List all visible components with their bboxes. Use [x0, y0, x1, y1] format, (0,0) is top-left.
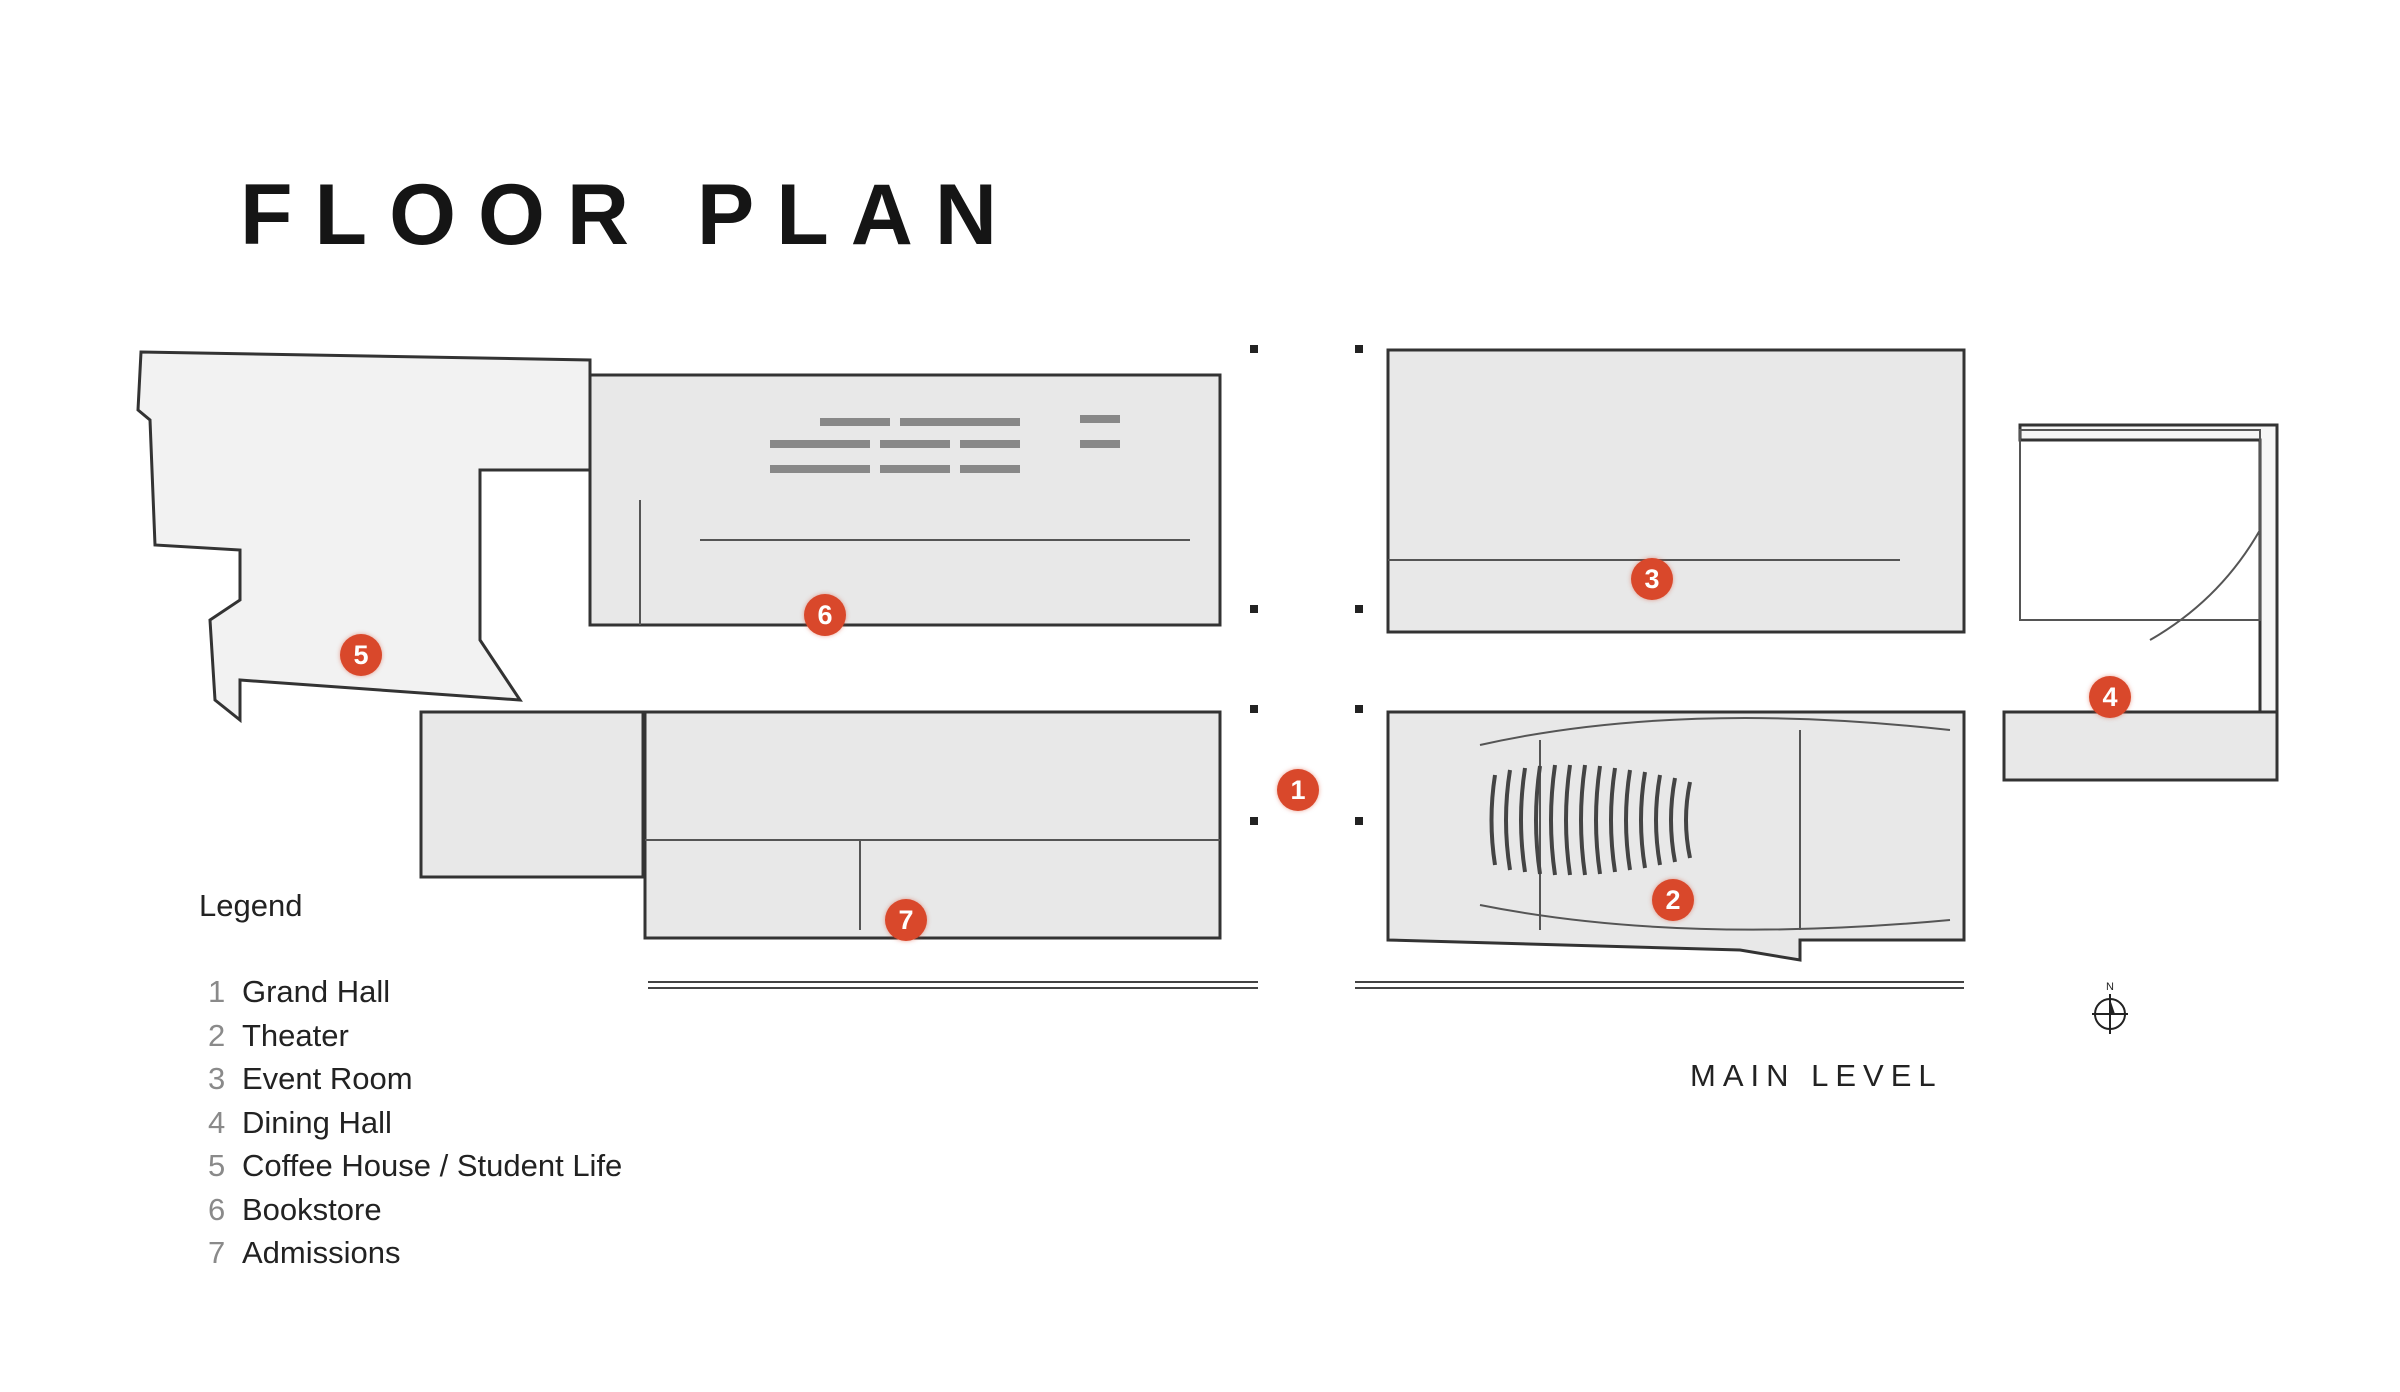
marker-dining-hall[interactable]: 4	[2089, 676, 2131, 718]
legend-item: 6 Bookstore	[208, 1188, 622, 1232]
legend-item: 2 Theater	[208, 1014, 622, 1058]
legend-item: 3 Event Room	[208, 1057, 622, 1101]
legend-number: 6	[208, 1191, 226, 1227]
legend: 1 Grand Hall 2 Theater 3 Event Room 4 Dining…	[208, 970, 622, 1275]
marker-theater[interactable]: 2	[1652, 879, 1694, 921]
legend-number: 5	[208, 1148, 226, 1183]
marker-bookstore[interactable]: 6	[804, 594, 846, 636]
legend-number: 1	[208, 974, 226, 1009]
level-label: MAIN LEVEL	[1690, 1058, 1943, 1093]
marker-coffee-house[interactable]: 5	[340, 634, 382, 676]
marker-grand-hall[interactable]: 1	[1277, 769, 1319, 811]
coffee-house-area	[136, 350, 592, 724]
marker-event-room[interactable]: 3	[1631, 558, 1673, 600]
admissions-area	[643, 710, 1222, 940]
dining-hall-servery	[2002, 710, 2279, 782]
legend-number: 4	[208, 1104, 226, 1140]
legend-label: Dining Hall	[242, 1104, 392, 1140]
legend-label: Event Room	[242, 1061, 413, 1096]
legend-number: 2	[208, 1017, 226, 1053]
legend-label: Theater	[242, 1017, 349, 1053]
north-label: N	[2106, 981, 2114, 993]
legend-title: Legend	[199, 888, 303, 923]
north-arrow-icon: N	[2092, 981, 2128, 1034]
legend-item: 7 Admissions	[208, 1231, 622, 1275]
marker-admissions[interactable]: 7	[885, 899, 927, 941]
theater-area	[1386, 710, 1966, 962]
student-life-lower-area	[419, 710, 645, 879]
legend-item: 5 Coffee House / Student Life	[208, 1144, 622, 1188]
legend-label: Grand Hall	[242, 974, 391, 1009]
legend-label: Bookstore	[242, 1191, 382, 1227]
legend-number: 3	[208, 1061, 226, 1096]
legend-item: 4 Dining Hall	[208, 1101, 622, 1145]
bookstore-area	[588, 373, 1222, 627]
legend-number: 7	[208, 1235, 226, 1270]
legend-label: Coffee House / Student Life	[242, 1148, 623, 1183]
event-room-area	[1386, 348, 1966, 634]
legend-item: 1 Grand Hall	[208, 970, 622, 1014]
page-title: FLOOR PLAN	[240, 167, 1019, 263]
legend-label: Admissions	[242, 1235, 401, 1270]
